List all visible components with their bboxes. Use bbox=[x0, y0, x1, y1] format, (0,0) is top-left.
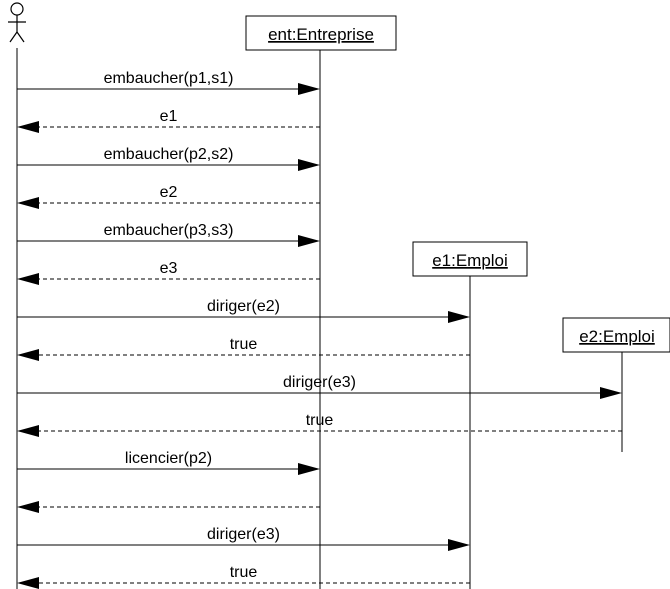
participant-e1: e1:Emploi bbox=[412, 241, 528, 277]
arrowhead-icon bbox=[17, 273, 39, 285]
call-message: diriger(e2) bbox=[17, 298, 470, 323]
message-label: e2 bbox=[160, 184, 178, 201]
message-label: diriger(e3) bbox=[207, 526, 280, 543]
arrowhead-icon bbox=[600, 387, 622, 399]
arrowhead-icon bbox=[17, 577, 39, 589]
message-label: true bbox=[306, 412, 334, 429]
arrowhead-icon bbox=[17, 425, 39, 437]
message-label: embaucher(p3,s3) bbox=[104, 222, 234, 239]
message-label: true bbox=[230, 564, 258, 581]
call-message: embaucher(p2,s2) bbox=[17, 146, 320, 171]
call-message: embaucher(p3,s3) bbox=[17, 222, 320, 247]
return-message bbox=[17, 501, 320, 513]
message-label: diriger(e2) bbox=[207, 298, 280, 315]
call-message: diriger(e3) bbox=[17, 526, 470, 551]
message-label: e3 bbox=[160, 260, 178, 277]
return-message: e2 bbox=[17, 184, 320, 209]
arrowhead-icon bbox=[298, 235, 320, 247]
message-label: true bbox=[230, 336, 258, 353]
arrowhead-icon bbox=[448, 539, 470, 551]
return-message: true bbox=[17, 564, 470, 589]
arrowhead-icon bbox=[298, 463, 320, 475]
message-label: embaucher(p1,s1) bbox=[104, 70, 234, 87]
call-message: licencier(p2) bbox=[17, 450, 320, 475]
messages-group: embaucher(p1,s1) e1 embaucher(p2,s2) e2 emba… bbox=[17, 70, 622, 589]
return-message: e1 bbox=[17, 108, 320, 133]
participant-ent: ent:Entreprise bbox=[245, 15, 397, 51]
participant-ent-label: ent:Entreprise bbox=[268, 25, 374, 44]
message-label: licencier(p2) bbox=[125, 450, 212, 467]
arrowhead-icon bbox=[448, 311, 470, 323]
arrowhead-icon bbox=[298, 83, 320, 95]
participant-e2-label: e2:Emploi bbox=[579, 327, 655, 346]
call-message: embaucher(p1,s1) bbox=[17, 70, 320, 95]
return-message: true bbox=[17, 412, 622, 437]
return-message: true bbox=[17, 336, 470, 361]
arrowhead-icon bbox=[17, 349, 39, 361]
message-label: embaucher(p2,s2) bbox=[104, 146, 234, 163]
actor-icon bbox=[8, 2, 26, 43]
arrowhead-icon bbox=[17, 501, 39, 513]
message-label: e1 bbox=[160, 108, 178, 125]
message-label: diriger(e3) bbox=[283, 374, 356, 391]
arrowhead-icon bbox=[17, 121, 39, 133]
participant-e2: e2:Emploi bbox=[562, 317, 670, 353]
participant-e1-label: e1:Emploi bbox=[432, 251, 508, 270]
return-message: e3 bbox=[17, 260, 320, 285]
arrowhead-icon bbox=[298, 159, 320, 171]
call-message: diriger(e3) bbox=[17, 374, 622, 399]
arrowhead-icon bbox=[17, 197, 39, 209]
